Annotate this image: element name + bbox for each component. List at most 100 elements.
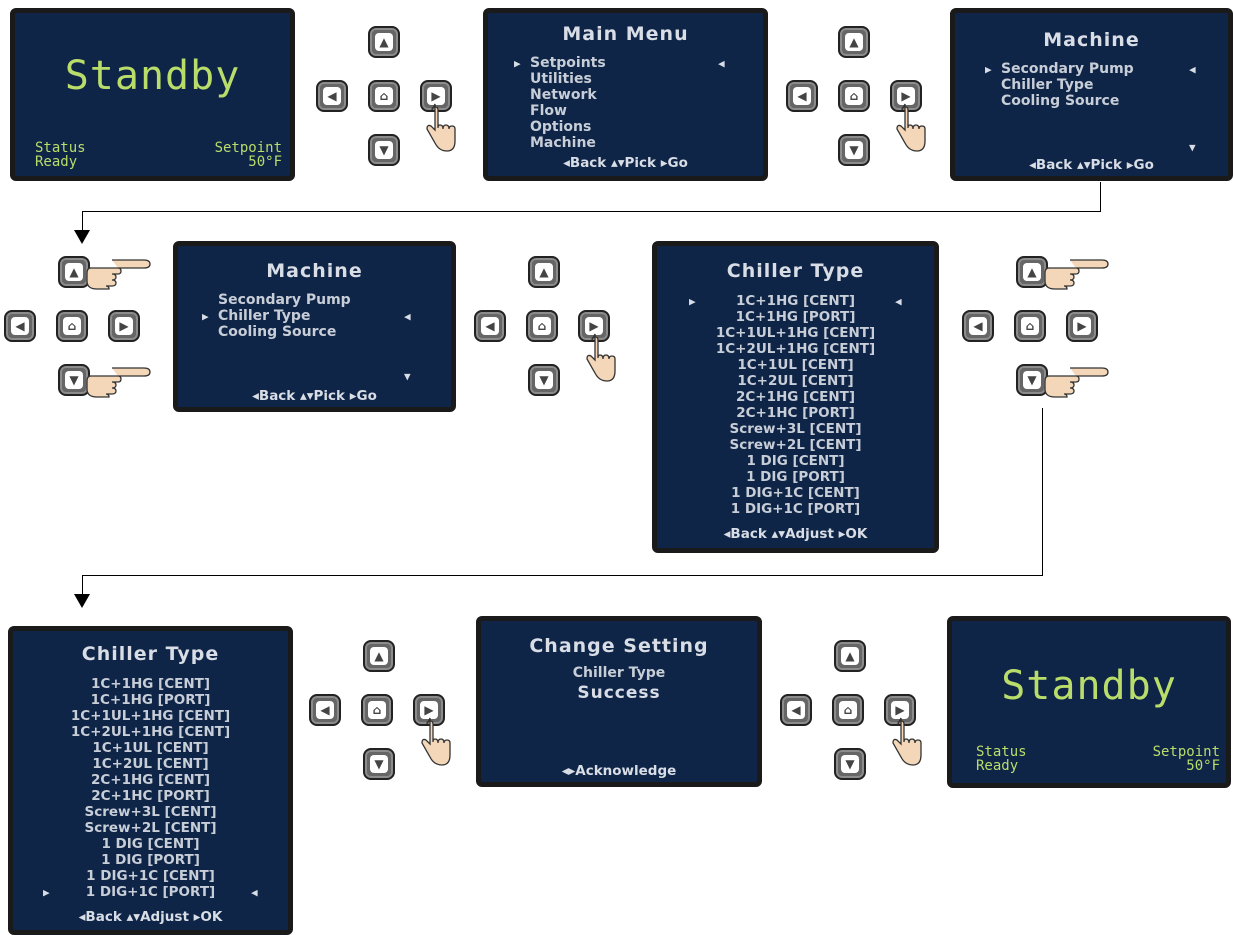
menu-item-utilities[interactable]: Utilities <box>530 71 592 87</box>
home-key-icon[interactable]: ⌂ <box>1014 310 1046 342</box>
home-key-icon[interactable]: ⌂ <box>526 310 558 342</box>
back-key-icon[interactable]: ◀ <box>474 310 506 342</box>
menu-item-cooling-source[interactable]: Cooling Source <box>218 324 337 340</box>
back-key-icon[interactable]: ◀ <box>780 694 812 726</box>
chiller-option[interactable]: 1 DIG [PORT] <box>746 469 845 485</box>
down-key-icon[interactable]: ▼ <box>1016 364 1048 396</box>
chiller-option[interactable]: 1 DIG [PORT] <box>101 852 200 868</box>
menu-item-setpoints[interactable]: Setpoints <box>530 55 606 71</box>
setpoint-label: Setpoint <box>214 140 282 156</box>
up-key-icon[interactable]: ▲ <box>368 26 400 58</box>
chiller-option[interactable]: 1C+2UL [CENT] <box>92 756 209 772</box>
status-block: Status Ready <box>976 745 1027 773</box>
menu-item-cooling-source[interactable]: Cooling Source <box>1001 93 1120 109</box>
keypad-4: ▲ ◀ ⌂ ▶ ▼ <box>470 252 620 396</box>
chiller-option[interactable]: 1C+1HG [PORT] <box>735 309 856 325</box>
up-key-icon[interactable]: ▲ <box>838 26 870 58</box>
chiller-option[interactable]: 1C+2UL+1HG [CENT] <box>715 341 876 357</box>
pointing-hand-icon <box>86 367 151 398</box>
up-key-icon[interactable]: ▲ <box>528 256 560 288</box>
chiller-option[interactable]: 1C+1UL+1HG [CENT] <box>715 325 876 341</box>
chiller-option[interactable]: Screw+3L [CENT] <box>84 804 217 820</box>
chiller-option[interactable]: Screw+2L [CENT] <box>729 437 862 453</box>
chiller-option[interactable]: 2C+1HG [CENT] <box>735 389 856 405</box>
connector-line <box>82 575 83 597</box>
chiller-option[interactable]: 1 DIG+1C [PORT] <box>85 884 216 900</box>
machine-footer: ◂Back ▴▾Pick ▸Go <box>252 388 377 404</box>
home-key-icon[interactable]: ⌂ <box>361 694 393 726</box>
chiller-option[interactable]: 1C+2UL [CENT] <box>737 373 854 389</box>
selection-marker-right: ◀ <box>895 295 902 308</box>
menu-item-flow[interactable]: Flow <box>530 103 567 119</box>
chiller-option[interactable]: 1C+1HG [CENT] <box>735 293 856 309</box>
machine-title: Machine <box>266 260 363 282</box>
menu-item-chiller-type[interactable]: Chiller Type <box>1001 77 1094 93</box>
scroll-down-marker: ▼ <box>404 370 411 383</box>
selection-marker-left: ▶ <box>985 63 992 76</box>
chiller-option[interactable]: 2C+1HC [PORT] <box>91 788 210 804</box>
main-menu-title: Main Menu <box>562 23 689 45</box>
chiller-option[interactable]: 1 DIG+1C [CENT] <box>731 485 860 501</box>
up-key-icon[interactable]: ▲ <box>1016 256 1048 288</box>
keypad-1: ▲ ◀ ⌂ ▶ ▼ <box>310 22 460 166</box>
back-key-icon[interactable]: ◀ <box>316 80 348 112</box>
chiller-option[interactable]: 1C+1UL [CENT] <box>92 740 209 756</box>
back-key-icon[interactable]: ◀ <box>4 310 36 342</box>
chiller-option[interactable]: 1C+2UL+1HG [CENT] <box>70 724 231 740</box>
connector-line <box>82 211 83 233</box>
pointing-hand-icon <box>421 717 451 766</box>
home-key-icon[interactable]: ⌂ <box>832 694 864 726</box>
keypad-2: ▲ ◀ ⌂ ▶ ▼ <box>780 22 930 166</box>
chiller-type-screen-1: Chiller Type ▶ ◀ 1C+1HG [CENT] 1C+1HG [P… <box>652 241 939 553</box>
chiller-option[interactable]: Screw+3L [CENT] <box>729 421 862 437</box>
chiller-option[interactable]: 1 DIG+1C [CENT] <box>86 868 215 884</box>
chiller-option[interactable]: 1C+1HG [CENT] <box>90 676 211 692</box>
up-key-icon[interactable]: ▲ <box>363 640 395 672</box>
menu-item-secondary-pump[interactable]: Secondary Pump <box>218 292 351 308</box>
chiller-option[interactable]: 1 DIG [CENT] <box>746 453 845 469</box>
chiller-option[interactable]: 1 DIG+1C [PORT] <box>730 501 861 517</box>
connector-line <box>1100 182 1101 212</box>
home-key-icon[interactable]: ⌂ <box>56 310 88 342</box>
up-key-icon[interactable]: ▲ <box>834 640 866 672</box>
home-key-icon[interactable]: ⌂ <box>368 80 400 112</box>
chiller-option[interactable]: Screw+2L [CENT] <box>84 820 217 836</box>
back-key-icon[interactable]: ◀ <box>962 310 994 342</box>
menu-item-secondary-pump[interactable]: Secondary Pump <box>1001 61 1134 77</box>
status-label: Status <box>976 744 1027 760</box>
chiller-option[interactable]: 1 DIG [CENT] <box>101 836 200 852</box>
keypad-7: ▲ ◀ ⌂ ▶ ▼ <box>776 636 926 780</box>
menu-item-options[interactable]: Options <box>530 119 592 135</box>
main-menu-screen: Main Menu ▶ ◀ Setpoints Utilities Networ… <box>483 8 768 181</box>
standby-title: Standby <box>64 53 241 99</box>
down-key-icon[interactable]: ▼ <box>528 364 560 396</box>
chiller-type-title: Chiller Type <box>81 643 220 665</box>
chiller-option[interactable]: 2C+1HG [CENT] <box>90 772 211 788</box>
selection-marker-left: ▶ <box>514 57 521 70</box>
down-key-icon[interactable]: ▼ <box>368 134 400 166</box>
home-key-icon[interactable]: ⌂ <box>838 80 870 112</box>
back-key-icon[interactable]: ◀ <box>786 80 818 112</box>
menu-item-machine[interactable]: Machine <box>530 135 596 151</box>
chiller-type-list: 1C+1HG [CENT] 1C+1HG [PORT] 1C+1UL+1HG [… <box>657 293 934 517</box>
chiller-option[interactable]: 1C+1UL [CENT] <box>737 357 854 373</box>
menu-item-network[interactable]: Network <box>530 87 597 103</box>
enter-key-icon[interactable]: ▶ <box>420 80 452 112</box>
selection-marker-left: ▶ <box>202 310 209 323</box>
down-key-icon[interactable]: ▼ <box>838 134 870 166</box>
status-block: Status Ready <box>35 141 86 169</box>
keypad-5: ▲ ◀ ⌂ ▶ ▼ <box>958 252 1109 398</box>
enter-key-icon[interactable]: ▶ <box>108 310 140 342</box>
down-key-icon[interactable]: ▼ <box>834 748 866 780</box>
pointing-hand-icon <box>426 103 456 152</box>
selection-marker-right: ◀ <box>1189 63 1196 76</box>
down-key-icon[interactable]: ▼ <box>363 748 395 780</box>
chiller-type-title: Chiller Type <box>726 260 865 282</box>
menu-item-chiller-type[interactable]: Chiller Type <box>218 308 311 324</box>
chiller-option[interactable]: 1C+1UL+1HG [CENT] <box>70 708 231 724</box>
enter-key-icon[interactable]: ▶ <box>1066 310 1098 342</box>
chiller-option[interactable]: 1C+1HG [PORT] <box>90 692 211 708</box>
enter-key-icon[interactable]: ▶ <box>578 310 610 342</box>
chiller-option[interactable]: 2C+1HC [PORT] <box>736 405 855 421</box>
back-key-icon[interactable]: ◀ <box>309 694 341 726</box>
